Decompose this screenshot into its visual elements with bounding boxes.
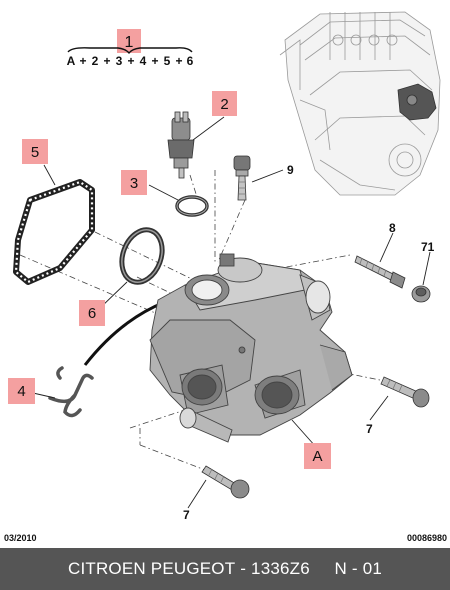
part-4-clip xyxy=(48,366,94,418)
footer-separator: - xyxy=(235,559,252,578)
housing-left-outlet xyxy=(179,364,229,416)
label-71: 71 xyxy=(421,240,435,254)
formula-item: 4 xyxy=(140,54,147,68)
part-labels: 9 8 71 7 7 xyxy=(183,163,435,522)
footer-part-number: 1336Z6 xyxy=(251,559,310,578)
housing-top-port xyxy=(184,274,230,306)
engine-highlighted-part xyxy=(397,83,437,121)
bolt-8 xyxy=(354,255,406,289)
formula-item: 5 xyxy=(164,54,171,68)
svg-text:A: A xyxy=(312,448,322,465)
formula-item: + xyxy=(103,54,110,68)
footer-page: N - 01 xyxy=(334,559,383,578)
formula-item: + xyxy=(79,54,86,68)
formula-items: A + 2 + 3 + 4 + 5 + 6 xyxy=(67,54,194,68)
footer-gap xyxy=(310,559,335,579)
formula-item: 3 xyxy=(116,54,123,68)
footer-brand: CITROEN PEUGEOT xyxy=(67,559,236,578)
part-9-bleed-screw xyxy=(233,155,251,201)
callout-4: 4 xyxy=(8,378,35,404)
housing-right-port xyxy=(299,274,331,321)
housing-lower-spigot xyxy=(179,407,233,443)
formula-header: 1 A + 2 + 3 + 4 + 5 + 6 xyxy=(67,29,194,68)
part-6-o-ring xyxy=(119,227,165,285)
formula-item: 2 xyxy=(92,54,99,68)
bolt-7-bottom xyxy=(201,465,250,499)
document-number: 00086980 xyxy=(407,533,447,543)
svg-text:3: 3 xyxy=(130,175,138,192)
label-7-right: 7 xyxy=(366,422,373,436)
hose-line xyxy=(83,300,166,366)
svg-text:6: 6 xyxy=(88,305,96,322)
formula-item: + xyxy=(127,54,134,68)
callout-5: 5 xyxy=(22,139,48,164)
housing-right-outlet xyxy=(254,369,306,419)
formula-item: 6 xyxy=(187,54,194,68)
part-3-seal-ring xyxy=(175,195,209,217)
callout-3: 3 xyxy=(121,170,147,195)
callout-2: 2 xyxy=(212,91,237,116)
part-a-thermostat-housing xyxy=(149,253,353,443)
formula-item: + xyxy=(175,54,182,68)
svg-text:5: 5 xyxy=(31,144,39,161)
formula-item: + xyxy=(151,54,158,68)
svg-text:2: 2 xyxy=(220,96,228,113)
svg-text:4: 4 xyxy=(17,383,25,400)
part-footer-bar: CITROEN PEUGEOT - 1336Z6 N - 01 xyxy=(0,548,450,590)
label-9: 9 xyxy=(287,163,294,177)
formula-badge-label: 1 xyxy=(125,34,134,51)
label-7-bottom: 7 xyxy=(183,508,190,522)
callout-6: 6 xyxy=(79,300,105,326)
washer-71 xyxy=(411,285,431,303)
housing-upper-port xyxy=(217,253,263,283)
part-2-temperature-sensor xyxy=(167,111,195,179)
bolt-7-right xyxy=(380,376,430,408)
callout-a: A xyxy=(304,443,331,469)
label-8: 8 xyxy=(389,221,396,235)
part-5-gasket xyxy=(13,179,95,285)
formula-item: A xyxy=(67,54,76,68)
formula-brace xyxy=(67,47,193,55)
date-code: 03/2010 xyxy=(4,533,37,543)
callout-leaders xyxy=(32,116,431,509)
engine-illustration xyxy=(279,11,441,196)
exploded-parts-diagram: 1 A + 2 + 3 + 4 + 5 + 6 xyxy=(4,11,447,543)
